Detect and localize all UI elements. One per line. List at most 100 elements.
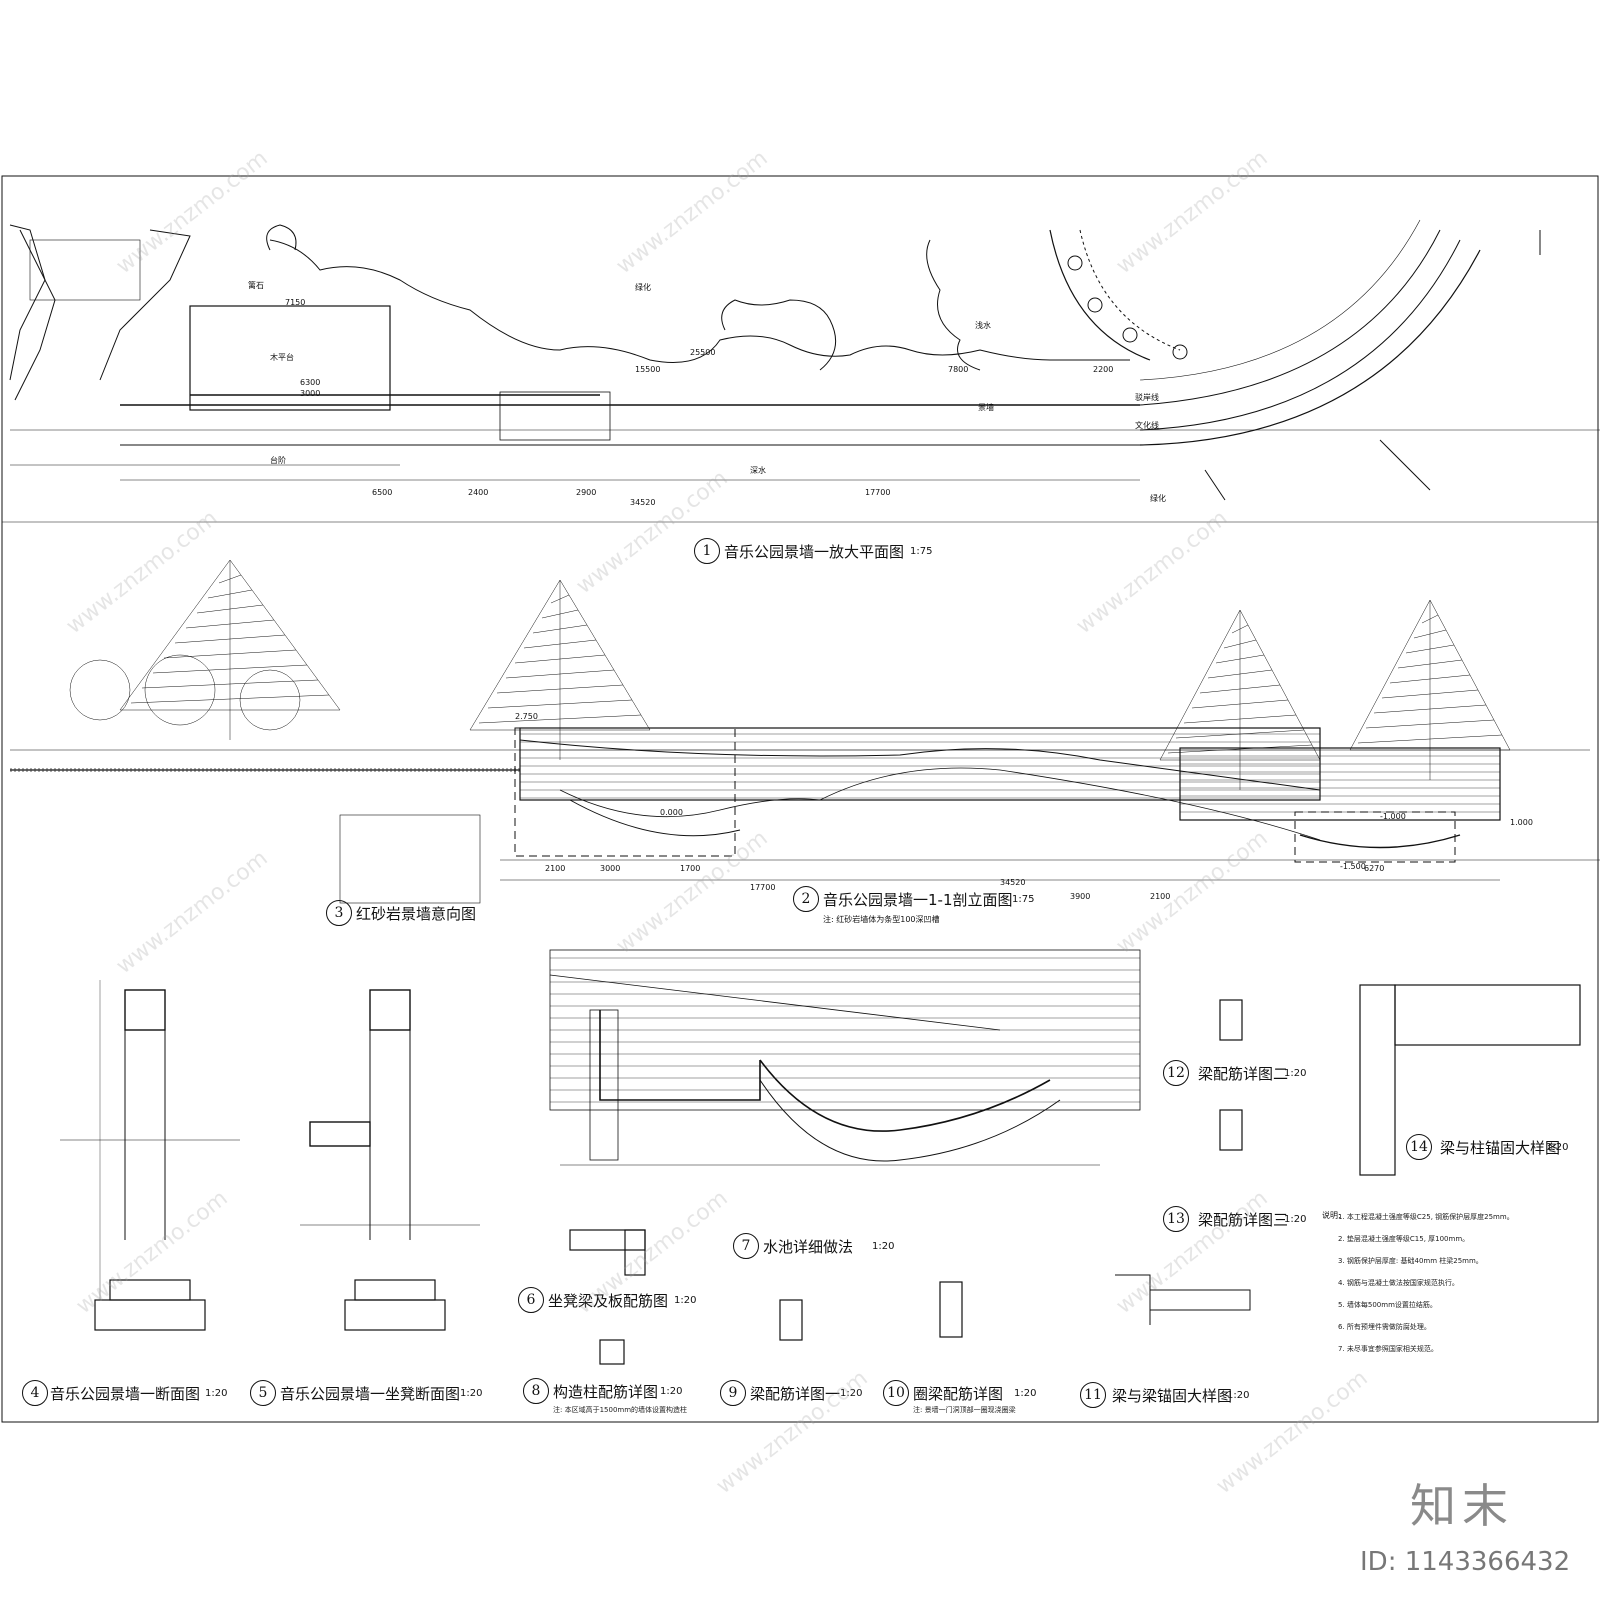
detail3-number: 3 <box>326 900 352 926</box>
plan-label-8: 文化线 <box>1135 421 1159 430</box>
section-drawing <box>10 559 1600 1103</box>
detail6-number: 6 <box>518 1287 544 1313</box>
section-dim-3: 6270 <box>1364 864 1385 873</box>
section-dim-0: 2100 <box>545 864 566 873</box>
detail-4 <box>60 980 240 1331</box>
detail8-note: 注: 本区域高于1500mm的墙体设置构造柱 <box>553 1406 688 1414</box>
section-note: 注: 红砂岩墙体为条型100深凹槽 <box>823 915 940 924</box>
section-dim-2: 1700 <box>680 864 701 873</box>
section-level-3: 1.000 <box>1510 818 1533 827</box>
detail4-number: 4 <box>22 1380 48 1406</box>
detail-12 <box>1219 999 1243 1041</box>
note-line: 2. 垫层混凝土强度等级C15, 厚100mm。 <box>1338 1235 1470 1243</box>
detail10-number: 10 <box>883 1380 909 1406</box>
detail14-number: 14 <box>1406 1134 1432 1160</box>
plan-label-1: 绿化 <box>635 283 651 292</box>
detail9-number: 9 <box>720 1380 746 1406</box>
note-line: 5. 墙体每500mm设置拉结筋。 <box>1338 1301 1437 1309</box>
detail6-title: 坐凳梁及板配筋图 <box>548 1292 669 1310</box>
plan-dim-1: 25500 <box>690 348 716 357</box>
plan-dim-8: 17700 <box>865 488 891 497</box>
plan-title: 音乐公园景墙一放大平面图 <box>724 543 905 561</box>
plan-dim-10: 2400 <box>468 488 489 497</box>
detail4-scale: 1:20 <box>205 1388 228 1399</box>
section-number: 2 <box>793 886 819 912</box>
detail9-scale: 1:20 <box>840 1388 863 1399</box>
detail-14 <box>1359 984 1581 1176</box>
detail12-scale: 1:20 <box>1284 1068 1307 1079</box>
note-line: 7. 未尽事宜参照国家相关规范。 <box>1338 1345 1438 1353</box>
section-dim-6: 3900 <box>1070 892 1091 901</box>
detail12-title: 梁配筋详图二 <box>1198 1065 1289 1083</box>
detail-9 <box>779 1299 803 1341</box>
detail4-title: 音乐公园景墙一断面图 <box>50 1385 201 1403</box>
plan-label-6: 景墙 <box>978 403 994 412</box>
detail13-title: 梁配筋详图三 <box>1198 1211 1289 1229</box>
section-title: 音乐公园景墙一1-1剖立面图 <box>823 891 1013 909</box>
note-line: 6. 所有预埋件需做防腐处理。 <box>1338 1323 1431 1331</box>
detail5-number: 5 <box>250 1380 276 1406</box>
section-dim-4: 17700 <box>750 883 776 892</box>
detail8-scale: 1:20 <box>660 1386 683 1397</box>
detail12-number: 12 <box>1163 1060 1189 1086</box>
detail6-scale: 1:20 <box>674 1295 697 1306</box>
plan-dim-3: 7800 <box>948 365 969 374</box>
section-level-0: 2.750 <box>515 712 538 721</box>
section-level-4: -1.500 <box>1340 862 1366 871</box>
detail7-number: 7 <box>733 1233 759 1259</box>
plan-label-3: 深水 <box>750 466 766 475</box>
detail10-note: 注: 景墙一门洞顶部一圈现浇圈梁 <box>913 1406 1016 1414</box>
section-dim-1: 3000 <box>600 864 621 873</box>
note-line: 3. 钢筋保护层厚度: 基础40mm 柱梁25mm。 <box>1338 1257 1483 1265</box>
detail3-title: 红砂岩景墙意向图 <box>356 905 477 923</box>
detail11-number: 11 <box>1080 1382 1106 1408</box>
detail-7 <box>549 949 1141 1166</box>
note-line: 4. 钢筋与混凝土做法按国家规范执行。 <box>1338 1279 1459 1287</box>
detail5-title: 音乐公园景墙一坐凳断面图 <box>280 1385 461 1403</box>
notes-list: 1. 本工程混凝土强度等级C25, 钢筋保护层厚度25mm。 2. 垫层混凝土强度… <box>1338 1212 1578 1366</box>
plan-label-9: 绿化 <box>1150 494 1166 503</box>
detail7-title: 水池详细做法 <box>763 1238 854 1256</box>
plan-dim-4: 2200 <box>1093 365 1114 374</box>
plan-dim-5: 6300 <box>300 378 321 387</box>
plan-label-7: 驳岸线 <box>1135 393 1159 402</box>
plan-label-2: 浅水 <box>975 321 991 330</box>
notes-head: 说明: <box>1322 1211 1341 1220</box>
detail-5 <box>300 989 480 1331</box>
note-line: 1. 本工程混凝土强度等级C25, 钢筋保护层厚度25mm。 <box>1338 1213 1514 1221</box>
detail14-scale: 1:20 <box>1546 1142 1569 1153</box>
section-dim-7: 2100 <box>1150 892 1171 901</box>
section-scale: 1:75 <box>1012 894 1035 905</box>
sheet-frame <box>1 175 1599 1423</box>
detail11-scale: 1:20 <box>1227 1390 1250 1401</box>
detail8-title: 构造柱配筋详图 <box>553 1383 659 1401</box>
detail7-scale: 1:20 <box>872 1241 895 1252</box>
detail13-scale: 1:20 <box>1284 1214 1307 1225</box>
section-level-1: 0.000 <box>660 808 683 817</box>
plan-dim-9: 6500 <box>372 488 393 497</box>
detail10-title: 圈梁配筋详图 <box>913 1385 1004 1403</box>
section-dim-5: 34520 <box>1000 878 1026 887</box>
detail9-title: 梁配筋详图一 <box>750 1385 841 1403</box>
plan-drawing <box>9 219 1600 501</box>
detail-8 <box>599 1339 625 1365</box>
plan-dim-7: 34520 <box>630 498 656 507</box>
plan-label-0: 篱石 <box>248 281 264 290</box>
plan-number: 1 <box>694 538 720 564</box>
detail5-scale: 1:20 <box>460 1388 483 1399</box>
detail11-title: 梁与梁锚固大样图 <box>1112 1387 1233 1405</box>
detail8-number: 8 <box>523 1378 549 1404</box>
detail10-scale: 1:20 <box>1014 1388 1037 1399</box>
detail14-title: 梁与柱锚固大样图 <box>1440 1139 1561 1157</box>
plan-scale: 1:75 <box>910 546 933 557</box>
brand-logo: 知末 <box>1410 1479 1514 1533</box>
detail-13 <box>1219 1109 1243 1151</box>
detail-10 <box>939 1281 963 1338</box>
detail-11 <box>1115 1274 1251 1325</box>
plan-dim-0: 7150 <box>285 298 306 307</box>
asset-id: ID: 1143366432 <box>1360 1547 1571 1577</box>
section-level-2: -1.000 <box>1380 812 1406 821</box>
plan-dim-11: 2900 <box>576 488 597 497</box>
plan-label-5: 台阶 <box>270 456 286 465</box>
